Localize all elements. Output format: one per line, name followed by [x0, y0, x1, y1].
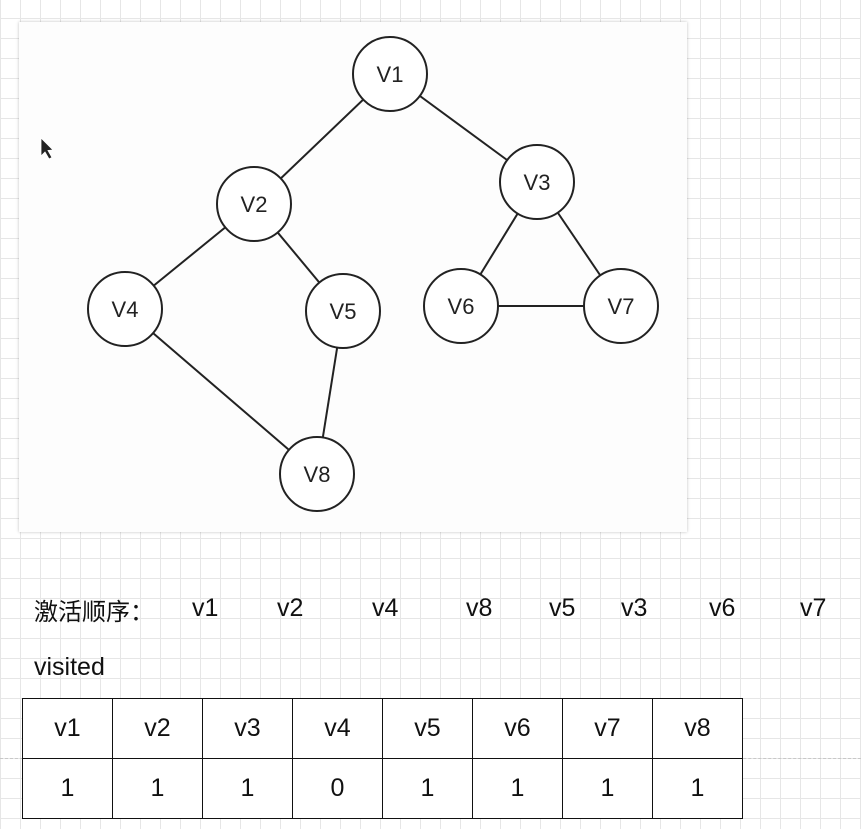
activation-order-item: v5 [549, 594, 576, 622]
node-v5: V5 [305, 273, 381, 349]
visited-value-cell: 1 [112, 758, 203, 819]
visited-value-cell: 1 [382, 758, 473, 819]
visited-value-cell: 1 [202, 758, 293, 819]
visited-header-cell: v7 [562, 698, 653, 759]
visited-label: visited [34, 653, 105, 681]
visited-value-cell: 1 [562, 758, 653, 819]
node-v2: V2 [216, 166, 292, 242]
node-label: V2 [241, 192, 268, 217]
node-label: V3 [524, 170, 551, 195]
visited-value-cell: 1 [472, 758, 563, 819]
activation-order-item: v4 [372, 594, 399, 622]
node-label: V8 [304, 462, 331, 487]
visited-value-cell: 1 [652, 758, 743, 819]
activation-order-item: v7 [800, 594, 827, 622]
node-v6: V6 [423, 268, 499, 344]
activation-order-title: 激活顺序： [34, 598, 154, 626]
node-v4: V4 [87, 271, 163, 347]
activation-order-item: v8 [466, 594, 493, 622]
visited-table: v1 v2 v3 v4 v5 v6 v7 v8 1 1 1 0 1 1 1 1 [22, 698, 743, 819]
node-label: V4 [112, 297, 139, 322]
node-v7: V7 [583, 268, 659, 344]
node-label: V7 [608, 294, 635, 319]
visited-header-cell: v8 [652, 698, 743, 759]
node-circle [423, 268, 499, 344]
node-label: V1 [377, 62, 404, 87]
visited-header-cell: v1 [22, 698, 113, 759]
node-circle [305, 273, 381, 349]
visited-header-cell: v3 [202, 698, 293, 759]
visited-header-row: v1 v2 v3 v4 v5 v6 v7 v8 [22, 698, 743, 759]
visited-value-cell: 1 [22, 758, 113, 819]
graph-edges [124, 73, 622, 475]
node-circle [499, 144, 575, 220]
node-label: V6 [448, 294, 475, 319]
node-circle [583, 268, 659, 344]
visited-value-row: 1 1 1 0 1 1 1 1 [22, 758, 743, 819]
node-label: V5 [330, 299, 357, 324]
node-circle [216, 166, 292, 242]
node-v3: V3 [499, 144, 575, 220]
visited-header-cell: v6 [472, 698, 563, 759]
activation-order-item: v3 [621, 594, 648, 622]
visited-value-cell: 0 [292, 758, 383, 819]
mouse-cursor-icon [40, 137, 54, 160]
node-v8: V8 [279, 436, 355, 512]
visited-header-cell: v2 [112, 698, 203, 759]
edge-v4-v8 [124, 308, 318, 475]
node-v1: V1 [352, 36, 428, 112]
visited-header-cell: v5 [382, 698, 473, 759]
node-circle [87, 271, 163, 347]
activation-order-item: v1 [192, 594, 219, 622]
activation-order-item: v6 [709, 594, 736, 622]
node-circle [352, 36, 428, 112]
node-circle [279, 436, 355, 512]
visited-header-cell: v4 [292, 698, 383, 759]
activation-order-item: v2 [277, 594, 304, 622]
